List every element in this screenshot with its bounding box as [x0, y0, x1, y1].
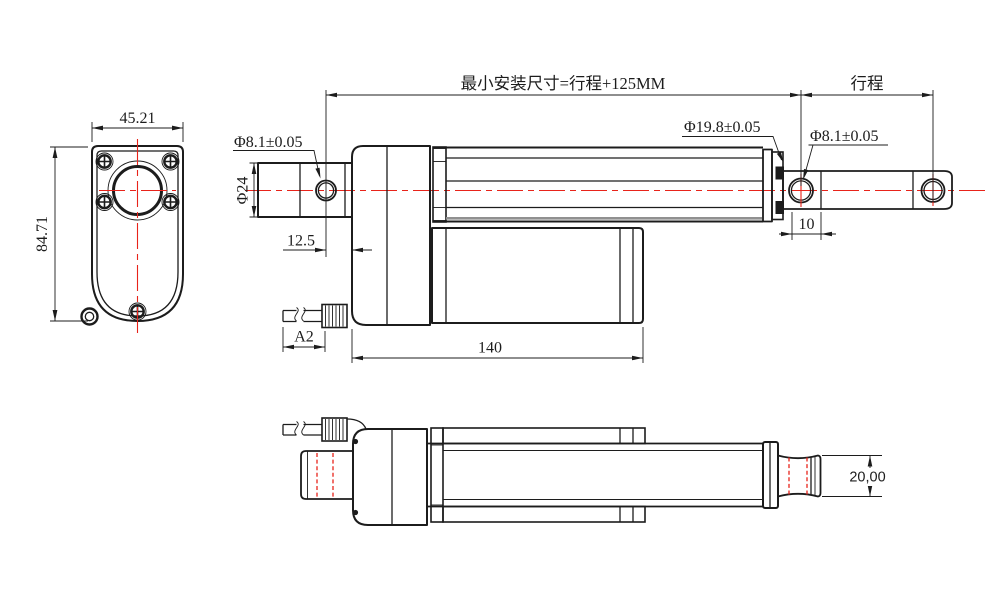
dim-front-boss-length-label: 10 — [799, 216, 815, 233]
dim-front-boss-length: 10 — [779, 212, 836, 240]
dim-tube-dia-label: Φ19.8±0.05 — [684, 119, 760, 136]
dim-cable-length-label: A2 — [294, 329, 314, 346]
screw-mid-left — [94, 192, 115, 212]
top-view-rear-boss — [300, 450, 354, 500]
end-view-lug — [80, 307, 99, 326]
dim-front-hole-dia: Φ8.1±0.05 — [803, 128, 888, 180]
dim-body-length: 140 — [351, 327, 644, 363]
dim-stroke: 行程 — [801, 74, 934, 202]
tube-end-ring — [762, 148, 773, 223]
top-view-flange — [430, 427, 444, 523]
screw-mid-right — [160, 192, 181, 212]
dim-rear-clevis-dia: Φ24 — [235, 162, 258, 218]
end-view: 45.21 84.71 — [34, 110, 184, 338]
dim-rear-hole-dia-label: Φ8.1±0.05 — [234, 134, 302, 151]
dim-front-boss-dia-label: 20,00 — [849, 470, 885, 486]
top-view-cable — [282, 417, 367, 442]
dim-front-boss-dia: 20,00 — [822, 455, 894, 497]
dim-cable-length: A2 — [282, 327, 326, 352]
top-view: 20,00 — [282, 417, 894, 526]
top-view-front-boss — [777, 454, 822, 498]
dim-end-height: 84.71 — [34, 146, 88, 322]
top-view-tube — [427, 441, 779, 509]
screw-top-left — [94, 151, 115, 172]
dim-end-width-label: 45.21 — [120, 110, 156, 127]
dim-rear-hole-dia: Φ8.1±0.05 — [233, 134, 321, 179]
top-view-motor-band — [442, 427, 646, 523]
motor-housing — [431, 227, 644, 324]
dim-tube-dia: Φ19.8±0.05 — [682, 119, 784, 163]
screw-top-right — [160, 151, 181, 172]
dim-min-install: 最小安装尺寸=行程+125MM — [325, 74, 802, 257]
top-view-strain-relief — [321, 417, 348, 442]
dim-rear-clevis-dia-label: Φ24 — [235, 177, 252, 205]
side-view: 最小安装尺寸=行程+125MM 行程 Φ8.1±0.05 Φ24 12.5 — [233, 74, 988, 363]
gearbox-housing — [351, 145, 431, 326]
dim-end-height-label: 84.71 — [34, 216, 51, 252]
dim-min-install-label: 最小安装尺寸=行程+125MM — [461, 74, 666, 93]
tube-flange — [432, 146, 447, 223]
cable-strain-relief — [321, 303, 348, 329]
top-view-gearbox — [352, 428, 428, 526]
dim-end-width: 45.21 — [91, 110, 184, 142]
dim-stroke-label: 行程 — [851, 74, 884, 93]
cable — [282, 303, 348, 329]
outer-tube — [433, 146, 784, 223]
dim-body-length-label: 140 — [478, 340, 502, 357]
end-view-lug-hole — [84, 311, 95, 322]
dim-rear-offset: 12.5 — [283, 233, 372, 253]
dim-rear-offset-label: 12.5 — [287, 233, 315, 250]
dim-front-hole-dia-label: Φ8.1±0.05 — [810, 128, 878, 145]
